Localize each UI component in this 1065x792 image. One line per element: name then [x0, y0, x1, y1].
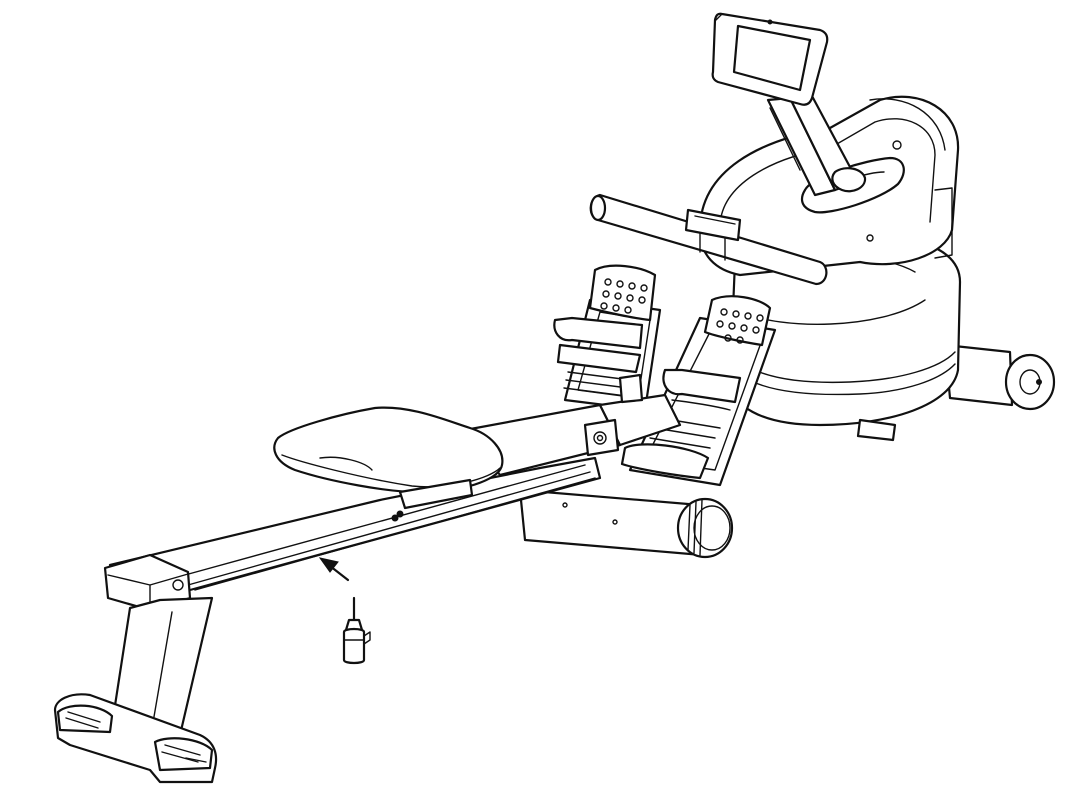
- lubricant-bottle: [342, 596, 371, 665]
- seat: [273, 406, 504, 522]
- lubrication-arrow: [318, 557, 350, 582]
- slide-rail: [103, 373, 682, 612]
- left-footrest-holes: [600, 278, 648, 314]
- handlebar: [589, 193, 828, 286]
- monitor: [711, 12, 867, 197]
- right-footrest-holes: [716, 308, 764, 344]
- rear-stabilizer: [53, 596, 218, 784]
- transport-wheels: [518, 488, 734, 559]
